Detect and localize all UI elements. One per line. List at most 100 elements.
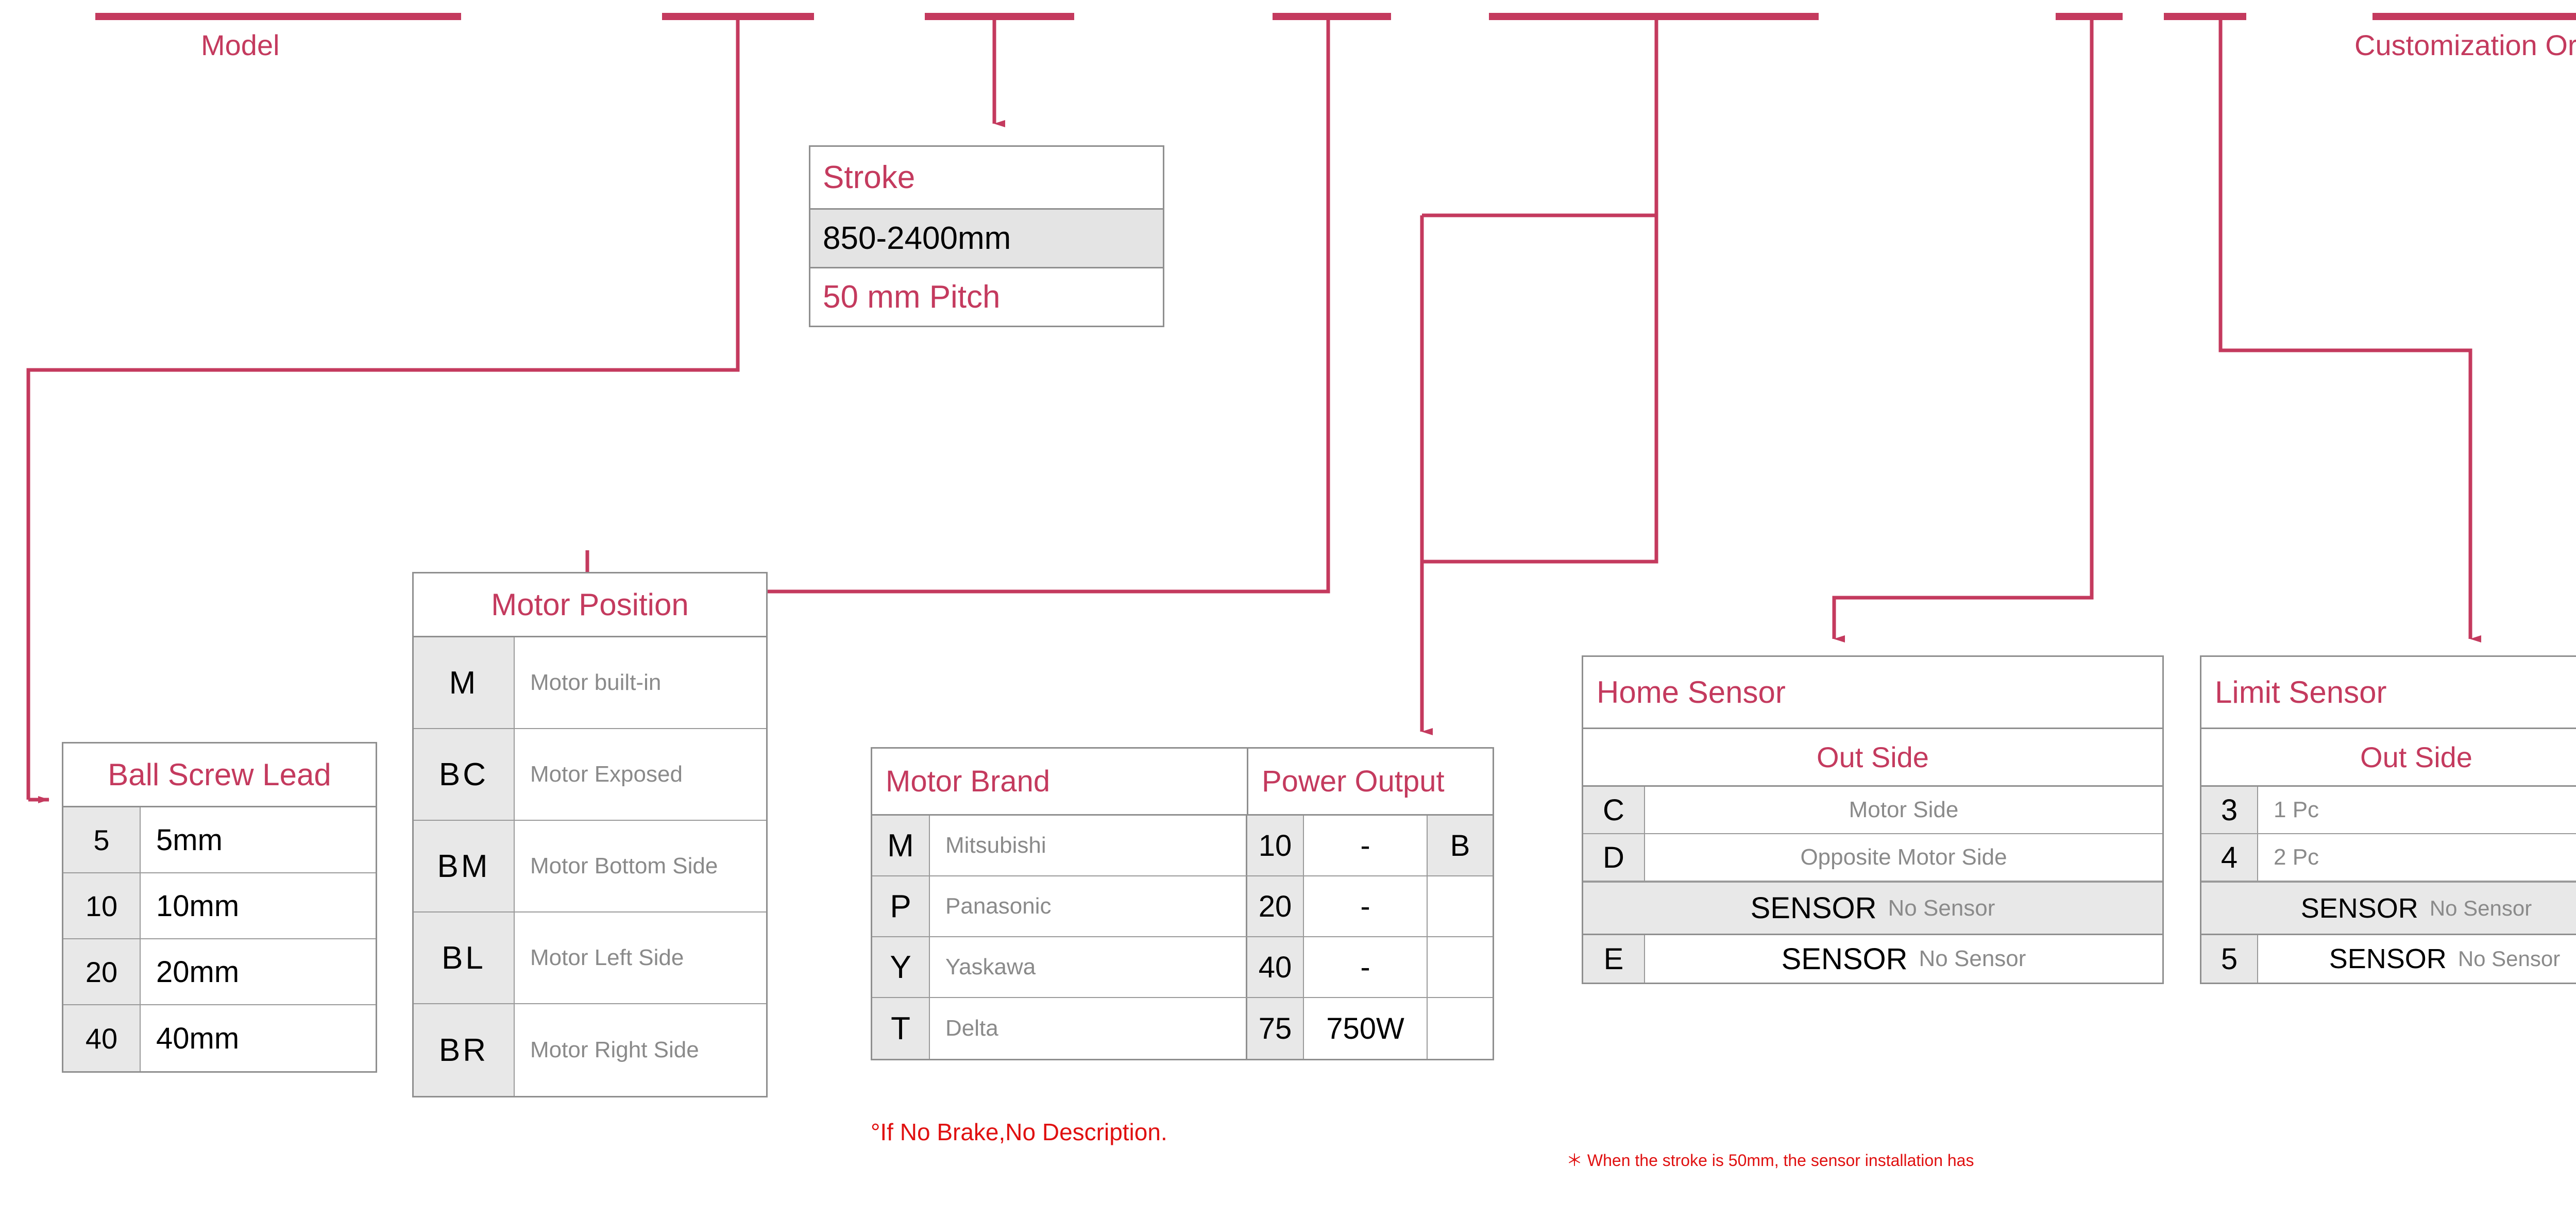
row-brake-code bbox=[1428, 876, 1493, 936]
table-row: BL Motor Left Side bbox=[414, 912, 766, 1004]
row-code: Y bbox=[872, 937, 930, 997]
table-row: 20 20mm bbox=[63, 939, 376, 1005]
row-code: D bbox=[1583, 834, 1645, 881]
limit-sensor-subtitle: Out Side bbox=[2201, 729, 2576, 787]
table-row: BM Motor Bottom Side bbox=[414, 821, 766, 912]
row-code: T bbox=[872, 998, 930, 1059]
row-code: 5 bbox=[63, 807, 141, 872]
row-desc: 10mm bbox=[141, 873, 376, 938]
row-desc: SENSOR No Sensor bbox=[1645, 935, 2162, 983]
row-code: P bbox=[872, 876, 930, 936]
banner-sub: No Sensor bbox=[2429, 895, 2532, 920]
row-desc: 2 Pc bbox=[2258, 834, 2576, 881]
row-sensor-word: SENSOR bbox=[1781, 942, 1908, 976]
table-row: 10 10mm bbox=[63, 873, 376, 939]
banner-sub: No Sensor bbox=[1888, 895, 1995, 921]
row-brand: Yaskawa bbox=[930, 937, 1247, 997]
stroke-pitch-value: 50 mm Pitch bbox=[823, 279, 1001, 315]
row-power-desc: - bbox=[1304, 816, 1428, 875]
row-brand: Delta bbox=[930, 998, 1247, 1059]
row-desc: 20mm bbox=[141, 939, 376, 1004]
row-desc: Motor Bottom Side bbox=[515, 821, 766, 911]
table-row: E SENSOR No Sensor bbox=[1583, 935, 2162, 983]
table-row: 4 2 Pc bbox=[2201, 834, 2576, 882]
row-code: M bbox=[872, 816, 930, 875]
table-row: BC Motor Exposed bbox=[414, 729, 766, 821]
row-desc: 40mm bbox=[141, 1005, 376, 1071]
row-code: 40 bbox=[63, 1005, 141, 1071]
row-code: BM bbox=[414, 821, 515, 911]
table-row: 5 5mm bbox=[63, 807, 376, 873]
row-power-code: 10 bbox=[1247, 816, 1304, 875]
row-brand: Mitsubishi bbox=[930, 816, 1247, 875]
table-row: 40 40mm bbox=[63, 1005, 376, 1071]
row-desc: 5mm bbox=[141, 807, 376, 872]
stroke-box: Stroke 850-2400mm 50 mm Pitch bbox=[809, 145, 1164, 327]
table-row: D Opposite Motor Side bbox=[1583, 834, 2162, 882]
row-code: E bbox=[1583, 935, 1645, 983]
banner-word: SENSOR bbox=[1750, 891, 1877, 925]
row-power-desc: - bbox=[1304, 876, 1428, 936]
row-brake-code bbox=[1428, 998, 1493, 1059]
row-desc: 1 Pc bbox=[2258, 787, 2576, 833]
note-line-2: the following restrictions: bbox=[1566, 1213, 1995, 1217]
motor-position-box: Motor Position M Motor built-in BC Motor… bbox=[412, 572, 768, 1097]
sensor-restriction-note: ＊ When the stroke is 50mm, the sensor in… bbox=[1566, 1108, 1995, 1217]
limit-sensor-box: Limit Sensor Out Side 3 1 Pc 4 2 Pc SENS… bbox=[2200, 655, 2576, 984]
limit-sensor-title: Limit Sensor bbox=[2201, 657, 2576, 729]
ball-screw-lead-box: Ball Screw Lead 5 5mm 10 10mm 20 20mm 40… bbox=[62, 742, 377, 1073]
row-code: 10 bbox=[63, 873, 141, 938]
page-title-model: Model bbox=[201, 29, 280, 61]
row-power-code: 75 bbox=[1247, 998, 1304, 1059]
table-row: Y Yaskawa 40 - bbox=[872, 937, 1493, 998]
row-code: 20 bbox=[63, 939, 141, 1004]
row-code: 4 bbox=[2201, 834, 2258, 881]
motor-brand-header: Motor Brand Power Output bbox=[872, 749, 1493, 816]
row-desc: Motor Left Side bbox=[515, 912, 766, 1003]
stroke-range-value: 850-2400mm bbox=[810, 210, 1163, 268]
row-desc: Motor Exposed bbox=[515, 729, 766, 820]
row-brake-code: B bbox=[1428, 816, 1493, 875]
stroke-title: Stroke bbox=[810, 147, 1163, 210]
row-power-code: 40 bbox=[1247, 937, 1304, 997]
row-sensor-sub: No Sensor bbox=[1919, 946, 2026, 971]
row-code: 5 bbox=[2201, 935, 2258, 983]
table-row: P Panasonic 20 - bbox=[872, 876, 1493, 937]
row-desc: Motor Right Side bbox=[515, 1004, 766, 1096]
note-line-1: ＊ When the stroke is 50mm, the sensor in… bbox=[1566, 1151, 1974, 1170]
home-sensor-banner: SENSOR No Sensor bbox=[1583, 882, 2162, 935]
home-sensor-subtitle: Out Side bbox=[1583, 729, 2162, 787]
motor-brand-title: Motor Brand bbox=[872, 749, 1248, 814]
row-code: M bbox=[414, 637, 515, 728]
power-output-title: Power Output bbox=[1262, 765, 1445, 798]
row-sensor-word: SENSOR bbox=[2329, 943, 2447, 974]
row-code: BC bbox=[414, 729, 515, 820]
row-brand: Panasonic bbox=[930, 876, 1247, 936]
table-row: M Mitsubishi 10 - B bbox=[872, 816, 1493, 876]
table-row: M Motor built-in bbox=[414, 637, 766, 729]
row-sensor-sub: No Sensor bbox=[2458, 946, 2561, 971]
row-code: BR bbox=[414, 1004, 515, 1096]
table-row: C Motor Side bbox=[1583, 787, 2162, 834]
no-brake-note: °If No Brake,No Description. bbox=[871, 1119, 1167, 1145]
table-row: BR Motor Right Side bbox=[414, 1004, 766, 1096]
page-title-customization-order-no: Customization Order No. bbox=[2354, 29, 2576, 61]
motor-position-title: Motor Position bbox=[414, 573, 766, 637]
row-code: C bbox=[1583, 787, 1645, 833]
row-desc: SENSOR No Sensor bbox=[2258, 935, 2576, 983]
table-row: 5 SENSOR No Sensor bbox=[2201, 935, 2576, 983]
row-desc: Motor built-in bbox=[515, 637, 766, 728]
motor-brand-box: Motor Brand Power Output M Mitsubishi 10… bbox=[871, 747, 1494, 1060]
row-desc: Opposite Motor Side bbox=[1645, 834, 2162, 881]
table-row: 3 1 Pc bbox=[2201, 787, 2576, 834]
row-desc: Motor Side bbox=[1645, 787, 2162, 833]
row-power-desc: - bbox=[1304, 937, 1428, 997]
row-power-desc: 750W bbox=[1304, 998, 1428, 1059]
banner-word: SENSOR bbox=[2300, 892, 2418, 924]
home-sensor-box: Home Sensor Out Side C Motor Side D Oppo… bbox=[1582, 655, 2164, 984]
row-brake-code bbox=[1428, 937, 1493, 997]
row-code: 3 bbox=[2201, 787, 2258, 833]
ball-screw-lead-title: Ball Screw Lead bbox=[63, 743, 376, 807]
row-power-code: 20 bbox=[1247, 876, 1304, 936]
